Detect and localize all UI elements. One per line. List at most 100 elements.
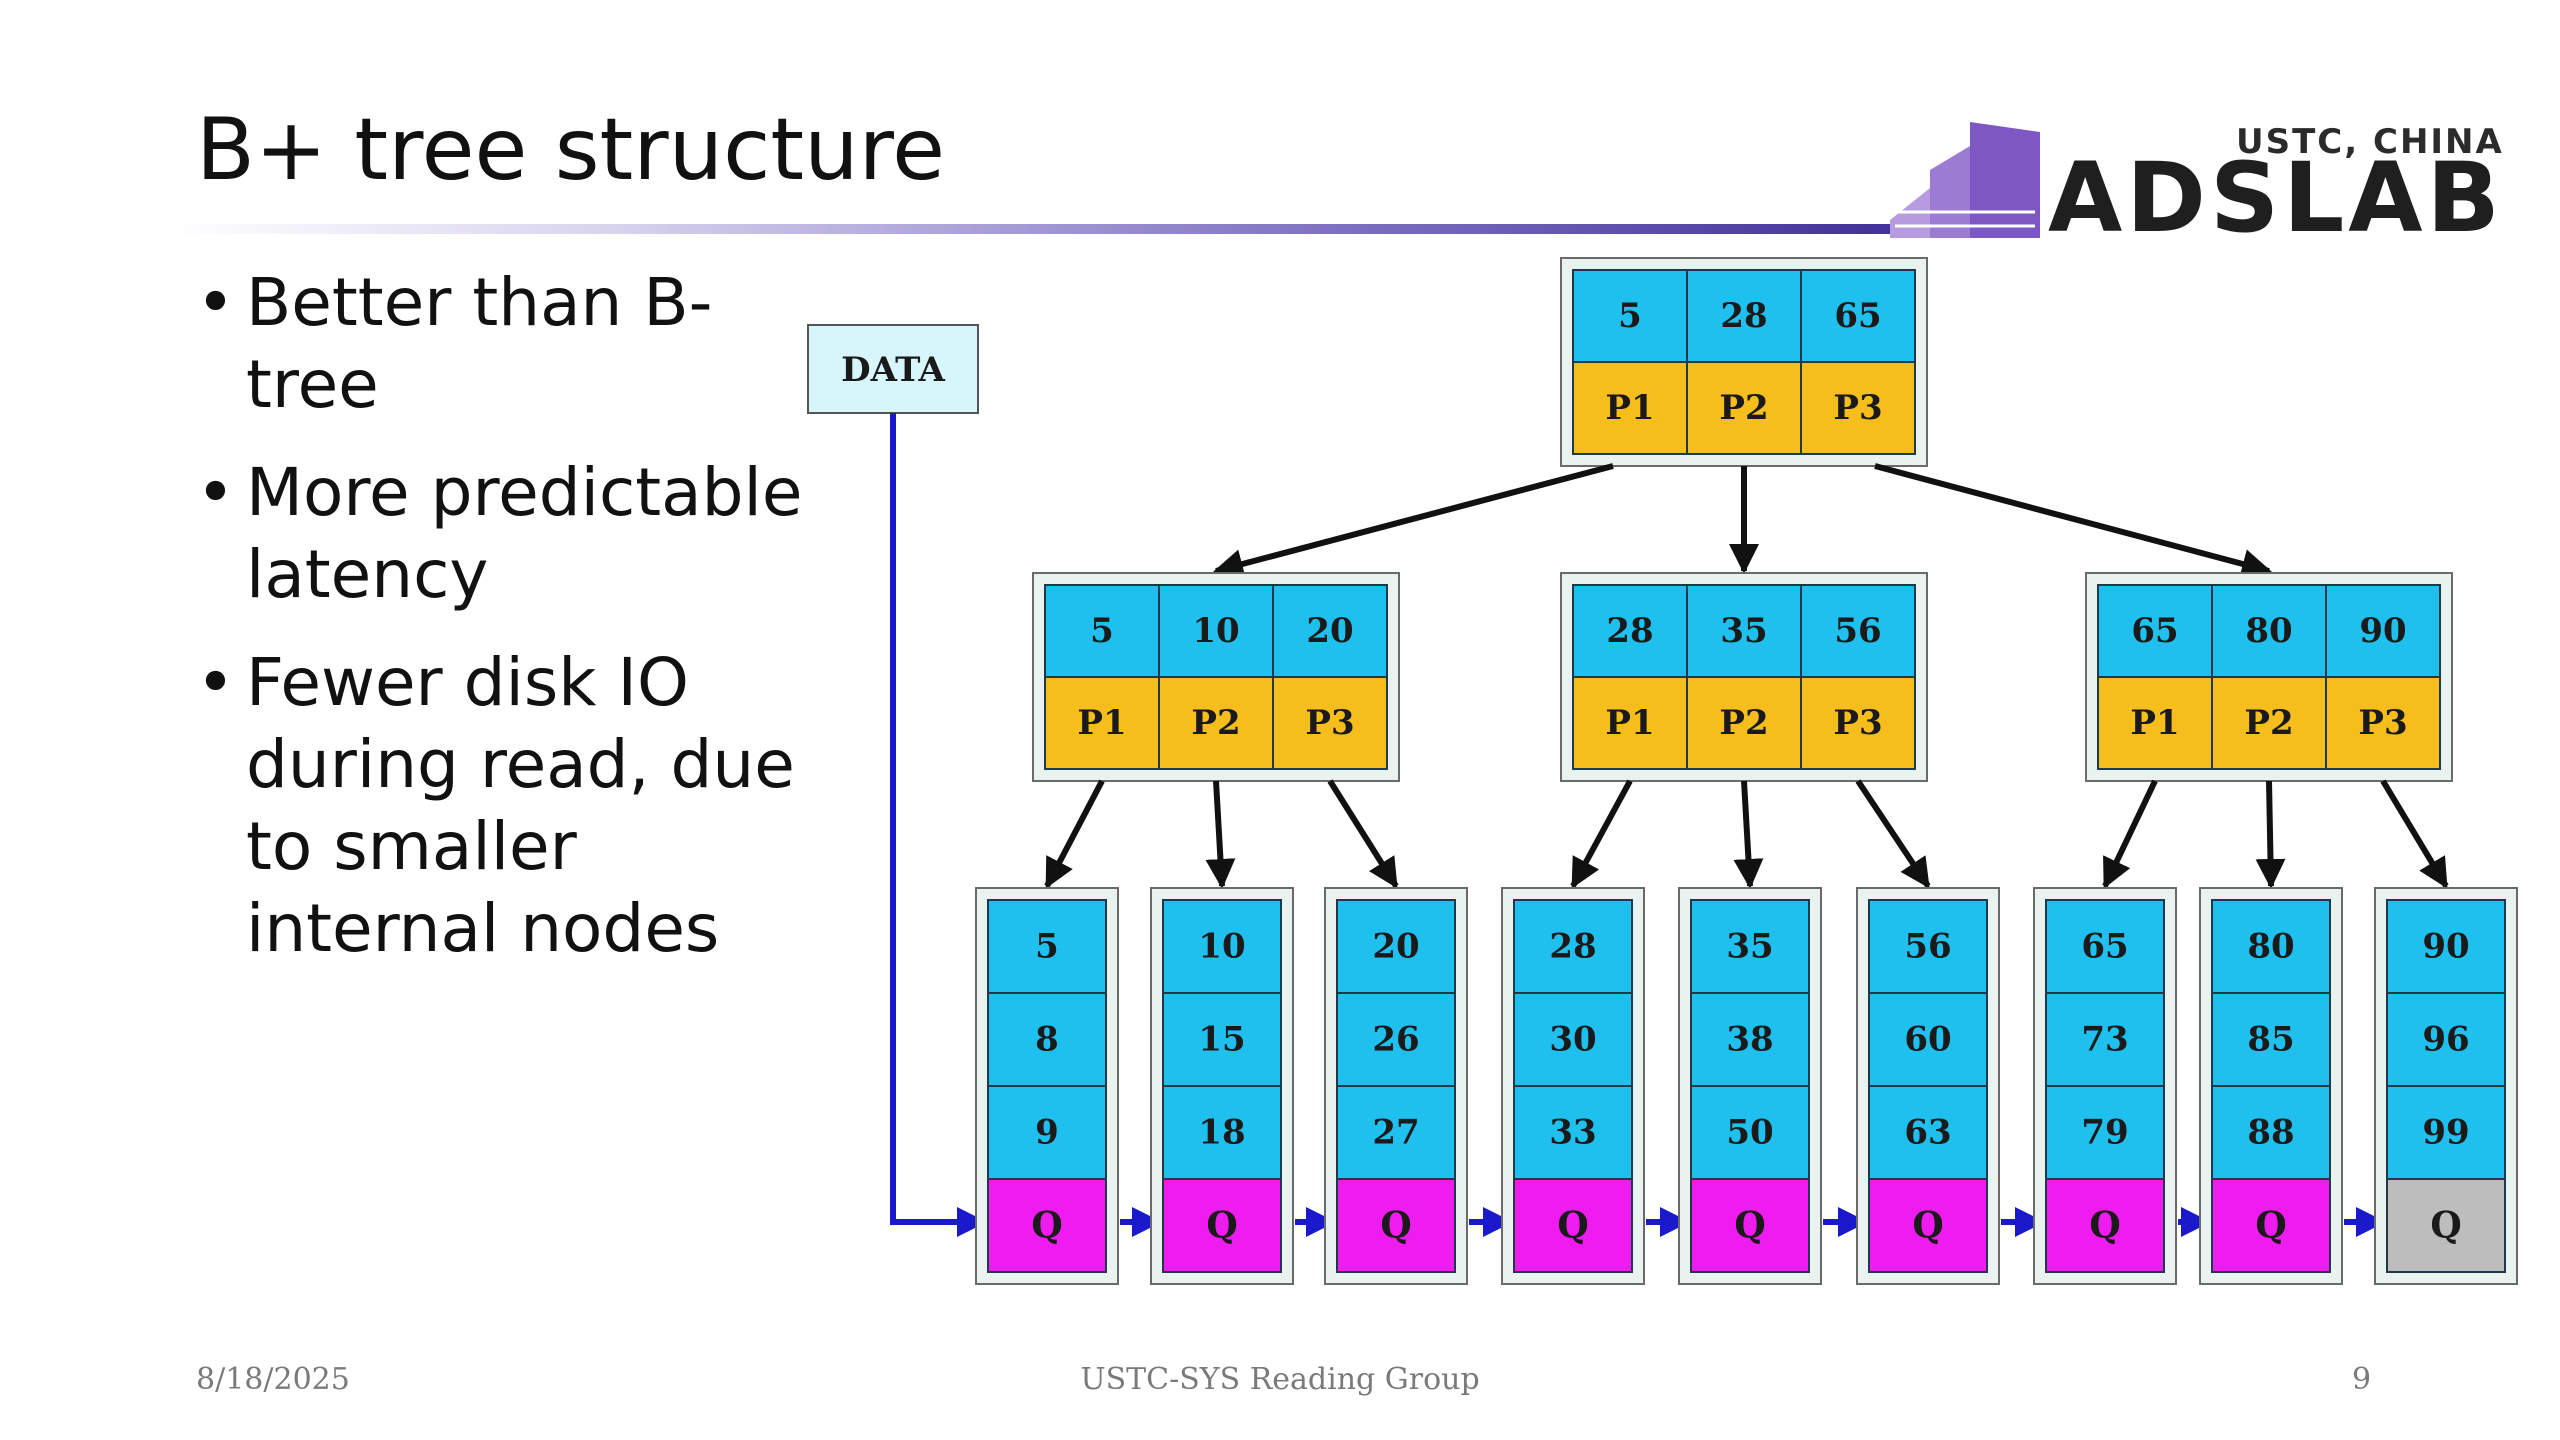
leaf-key-cell xyxy=(2045,899,2165,994)
leaf-q-cell xyxy=(1690,1178,1810,1273)
leaf-key-cell xyxy=(1868,899,1988,994)
key-label: 90 xyxy=(2359,611,2406,651)
leaf-key-cell xyxy=(1336,899,1456,994)
pointer-label: P3 xyxy=(2358,703,2407,743)
page-number: 9 xyxy=(2352,1362,2372,1397)
leaf-key-label: 28 xyxy=(1549,927,1596,967)
tree-arrow xyxy=(1733,780,1764,889)
leaf-key-cell xyxy=(2386,1085,2506,1180)
data-label: DATA xyxy=(841,350,945,390)
leaf-q-cell xyxy=(1162,1178,1282,1273)
leaf-q-cell xyxy=(1513,1178,1633,1273)
pointer-label: P1 xyxy=(1077,703,1126,743)
tree-arrow xyxy=(1855,779,1931,889)
leaf-q-label: Q xyxy=(1734,1205,1765,1247)
leaf-key-label: 26 xyxy=(1372,1020,1419,1060)
tree-arrow xyxy=(1570,779,1633,889)
pointer-cell xyxy=(2097,676,2213,770)
leaf-key-label: 56 xyxy=(1904,927,1951,967)
bullet-item: Better than B-tree xyxy=(196,262,836,426)
tree-arrow xyxy=(1327,779,1399,889)
leaf-key-label: 18 xyxy=(1198,1113,1245,1153)
leaf-key-cell xyxy=(2211,992,2331,1087)
footer-date: 8/18/2025 xyxy=(196,1362,350,1397)
leaf-key-cell xyxy=(1868,1085,1988,1180)
leaf-key-label: 38 xyxy=(1726,1020,1773,1060)
leaf-q-cell xyxy=(1868,1178,1988,1273)
key-cell xyxy=(1272,584,1388,678)
leaf-key-cell xyxy=(2211,1085,2331,1180)
leaf-key-cell xyxy=(1513,1085,1633,1180)
leaf-key-label: 88 xyxy=(2247,1113,2294,1153)
pointer-cell xyxy=(1572,676,1688,770)
leaf-key-label: 8 xyxy=(1035,1020,1059,1060)
data-link-line xyxy=(890,413,987,1237)
pointer-label: P2 xyxy=(1191,703,1240,743)
bullet-list: Better than B-tree More predictable late… xyxy=(196,262,836,996)
pointer-cell xyxy=(1044,676,1160,770)
pointer-label: P3 xyxy=(1833,388,1882,428)
pointer-cell xyxy=(1158,676,1274,770)
pointer-label: P1 xyxy=(1605,703,1654,743)
key-cell xyxy=(1572,269,1688,363)
leaf-key-cell xyxy=(1336,1085,1456,1180)
leaf-key-cell xyxy=(1162,992,1282,1087)
leaf-key-label: 90 xyxy=(2422,927,2469,967)
leaf-key-label: 96 xyxy=(2422,1020,2469,1060)
leaf-key-label: 15 xyxy=(1198,1020,1245,1060)
leaf-key-label: 50 xyxy=(1726,1113,1773,1153)
pointer-label: P3 xyxy=(1833,703,1882,743)
leaf-key-cell xyxy=(1513,992,1633,1087)
leaf-q-label: Q xyxy=(1557,1205,1588,1247)
leaf-q-label: Q xyxy=(1206,1205,1237,1247)
leaf-key-label: 80 xyxy=(2247,927,2294,967)
key-label: 56 xyxy=(1834,611,1881,651)
leaf-q-cell xyxy=(1336,1178,1456,1273)
pointer-label: P1 xyxy=(2130,703,2179,743)
leaf-q-cell xyxy=(2045,1178,2165,1273)
key-cell xyxy=(1158,584,1274,678)
pointer-cell xyxy=(1272,676,1388,770)
leaf-key-label: 9 xyxy=(1035,1113,1059,1153)
key-label: 20 xyxy=(1306,611,1353,651)
slide-title: B+ tree structure xyxy=(196,100,946,200)
tree-arrow xyxy=(2102,779,2158,889)
leaf-key-label: 5 xyxy=(1035,927,1059,967)
bullet-item: More predictable latency xyxy=(196,452,836,616)
leaf-key-label: 99 xyxy=(2422,1113,2469,1153)
key-label: 28 xyxy=(1606,611,1653,651)
leaf-key-label: 65 xyxy=(2081,927,2128,967)
logo-wordmark: ADSLAB xyxy=(2048,142,2504,254)
leaf-key-cell xyxy=(1690,899,1810,994)
leaf-key-label: 85 xyxy=(2247,1020,2294,1060)
tree-arrow xyxy=(1874,463,2272,579)
leaf-q-label: Q xyxy=(2255,1205,2286,1247)
pointer-cell xyxy=(2211,676,2327,770)
leaf-key-label: 60 xyxy=(1904,1020,1951,1060)
key-label: 5 xyxy=(1090,611,1114,651)
adslab-logo: USTC, CHINA ADSLAB xyxy=(1880,110,2540,246)
building-icon xyxy=(1890,122,2040,238)
pointer-cell xyxy=(2325,676,2441,770)
leaf-key-label: 27 xyxy=(1372,1113,1419,1153)
key-cell xyxy=(1686,269,1802,363)
leaf-key-cell xyxy=(1162,899,1282,994)
leaf-key-label: 35 xyxy=(1726,927,1773,967)
pointer-cell xyxy=(1686,676,1802,770)
leaf-key-label: 30 xyxy=(1549,1020,1596,1060)
data-box xyxy=(807,324,979,414)
tree-arrow xyxy=(2255,780,2286,889)
title-divider xyxy=(170,224,1910,234)
tree-arrow xyxy=(1044,779,1105,889)
pointer-cell xyxy=(1686,361,1802,455)
leaf-q-cell xyxy=(987,1178,1107,1273)
leaf-key-cell xyxy=(2045,1085,2165,1180)
key-cell xyxy=(2097,584,2213,678)
key-label: 80 xyxy=(2245,611,2292,651)
leaf-key-cell xyxy=(2045,992,2165,1087)
leaf-key-cell xyxy=(1513,899,1633,994)
leaf-q-label: Q xyxy=(1912,1205,1943,1247)
leaf-key-cell xyxy=(1690,1085,1810,1180)
key-cell xyxy=(1800,269,1916,363)
